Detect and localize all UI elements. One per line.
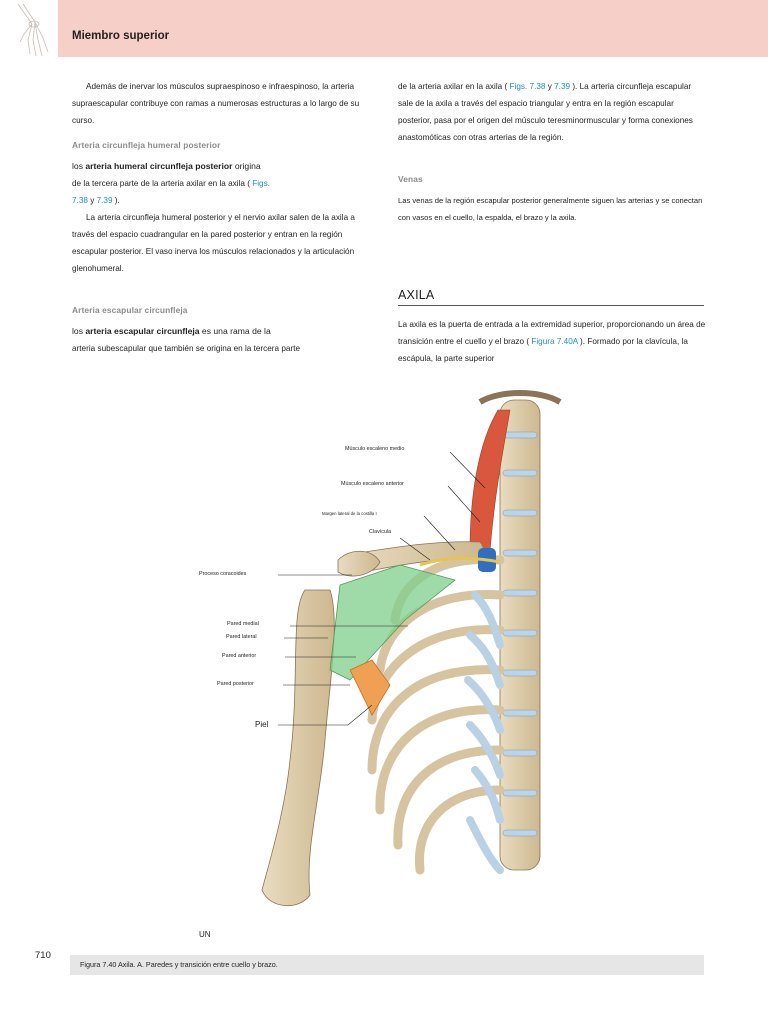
figure-link[interactable]: 7.39 [554,82,571,91]
label-piel: Piel [255,720,269,729]
anatomy-figure: Músculo escaleno medio Músculo escaleno … [0,380,768,940]
bold-term: arteria humeral circunfleja posterior [85,161,233,171]
text: los [72,161,86,171]
label-pared-lateral: Pared lateral [226,634,257,640]
axilla-illustration [261,390,562,907]
section-heading: Arteria circunfleja humeral posterior [72,140,221,150]
text: de la tercera parte de la arteria axilar… [72,179,253,188]
paragraph: Las venas de la región escapular posteri… [398,196,703,222]
divider [398,305,704,306]
left-column: Además de inervar los músculos supraespi… [72,78,377,357]
paragraph: los arteria humeral circunfleja posterio… [72,158,377,175]
figure-link[interactable]: Figs. [252,179,270,188]
paragraph: arteria subescapular que también se orig… [72,344,301,353]
vertebral-column [478,390,562,871]
caption-background [70,955,704,975]
text: ). La arteria circunfleja escapular sale… [398,82,693,142]
figure-caption: Figura 7.40 Axila. A. Paredes y transici… [80,960,278,969]
paragraph: La axila es la puerta de entrada a la ex… [398,316,708,367]
text: y [545,82,555,91]
label-coracoides: Proceso coracoides [199,571,247,577]
axilla-posterior-wall [349,659,391,716]
label-clavicula: Clavícula [369,529,392,535]
text: y [87,196,97,205]
costal-cartilage [464,591,504,874]
brachial-plexus [419,556,501,567]
page-header [0,0,768,57]
text: ). Formado por la clavícula, la escápula… [398,337,688,363]
section-heading: Venas [398,174,423,184]
header-title: Miembro superior [72,30,170,42]
section-heading: Arteria escapular circunfleja [72,305,188,315]
figure-link[interactable]: 7.38 [72,196,88,205]
right-column: de la arteria axilar en la axila ( Figs.… [398,78,708,226]
figure-corner-mark: UN [199,930,211,939]
paragraph: de la arteria axilar en la axila ( Figs.… [398,78,708,146]
text: de la arteria axilar en la axila ( [398,82,510,91]
right-column-continued: La axila es la puerta de entrada a la ex… [398,316,708,367]
paragraph: de la tercera parte de la arteria axilar… [72,175,377,209]
label-escaleno-anterior: Músculo escaleno anterior [341,481,404,487]
hand-skeleton-icon [17,3,49,57]
figure-link[interactable]: Figura 7.40A [531,337,578,346]
text: los [72,326,86,336]
label-margen-costilla: Margen lateral de la costilla I [322,511,377,516]
figure-link[interactable]: Figs. 7.38 [509,82,546,91]
axilla-walls [329,564,456,681]
rib-cage [367,554,505,875]
page-number: 710 [35,950,51,961]
label-pared-posterior: Pared posterior [217,681,254,687]
label-escaleno-medio: Músculo escaleno medio [345,446,405,452]
label-pared-medial: Pared medial [227,621,259,627]
bold-term: arteria escapular circunfleja [85,326,200,336]
text: origina [232,161,261,171]
text: es una rama de la [199,326,271,336]
paragraph: Además de inervar los músculos supraespi… [72,82,360,125]
label-pared-anterior: Pared anterior [222,653,257,659]
text: ). [112,196,120,205]
text: La axila es la puerta de entrada a la ex… [398,320,706,346]
section-title-axila: AXILA [398,288,435,302]
paragraph: La arteria circunfleja humeral posterior… [72,213,355,273]
coracoid-process [337,550,381,577]
figure-link[interactable]: 7.39 [96,196,113,205]
humerus-bone [261,589,335,907]
paragraph: los arteria escapular circunfleja es una… [72,323,377,340]
leader-lines [278,451,486,726]
